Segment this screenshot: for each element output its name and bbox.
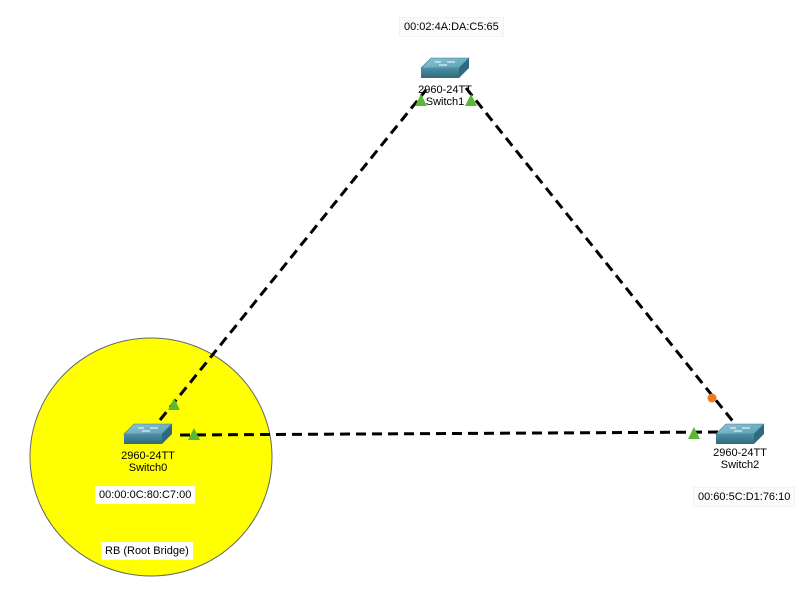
link-switch0-switch1[interactable] [158, 89, 428, 421]
switch2-name: Switch2 [720, 459, 760, 471]
switch0-name: Switch0 [128, 462, 168, 474]
port-indicator-switch1-to-switch0 [415, 94, 427, 106]
switch1-name: Switch1 [425, 96, 465, 108]
port-indicator-switch0-to-switch2 [188, 428, 200, 440]
switch1-label: 2960-24TT Switch1 [418, 84, 472, 108]
link-switch1-switch2[interactable] [464, 87, 737, 425]
port-indicator-switch0-to-switch1 [168, 398, 180, 410]
switch2-model: 2960-24TT [713, 447, 767, 459]
link-switch0-switch2[interactable] [179, 430, 723, 437]
switch-icon[interactable] [715, 423, 765, 444]
switch-icon[interactable] [123, 423, 173, 444]
switch1-mac-note: 00:02:4A:DA:C5:65 [400, 18, 503, 36]
switch2-label: 2960-24TT Switch2 [713, 447, 767, 471]
switch1-model: 2960-24TT [418, 84, 472, 96]
switch2-mac-note: 00:60:5C:D1:76:10 [694, 488, 795, 506]
switch0-model: 2960-24TT [121, 450, 175, 462]
switch0-label: 2960-24TT Switch0 [121, 450, 175, 474]
port-indicator-switch1-to-switch2 [465, 94, 477, 106]
switch0-mac-note: 00:00:0C:80:C7:00 [95, 486, 196, 504]
root-bridge-note: RB (Root Bridge) [101, 542, 193, 560]
root-bridge-area [29, 337, 273, 577]
port-indicator-switch2-to-switch0 [688, 427, 700, 439]
switch-icon[interactable] [420, 57, 470, 78]
port-indicator-switch2-to-switch1-blocking [707, 393, 717, 403]
